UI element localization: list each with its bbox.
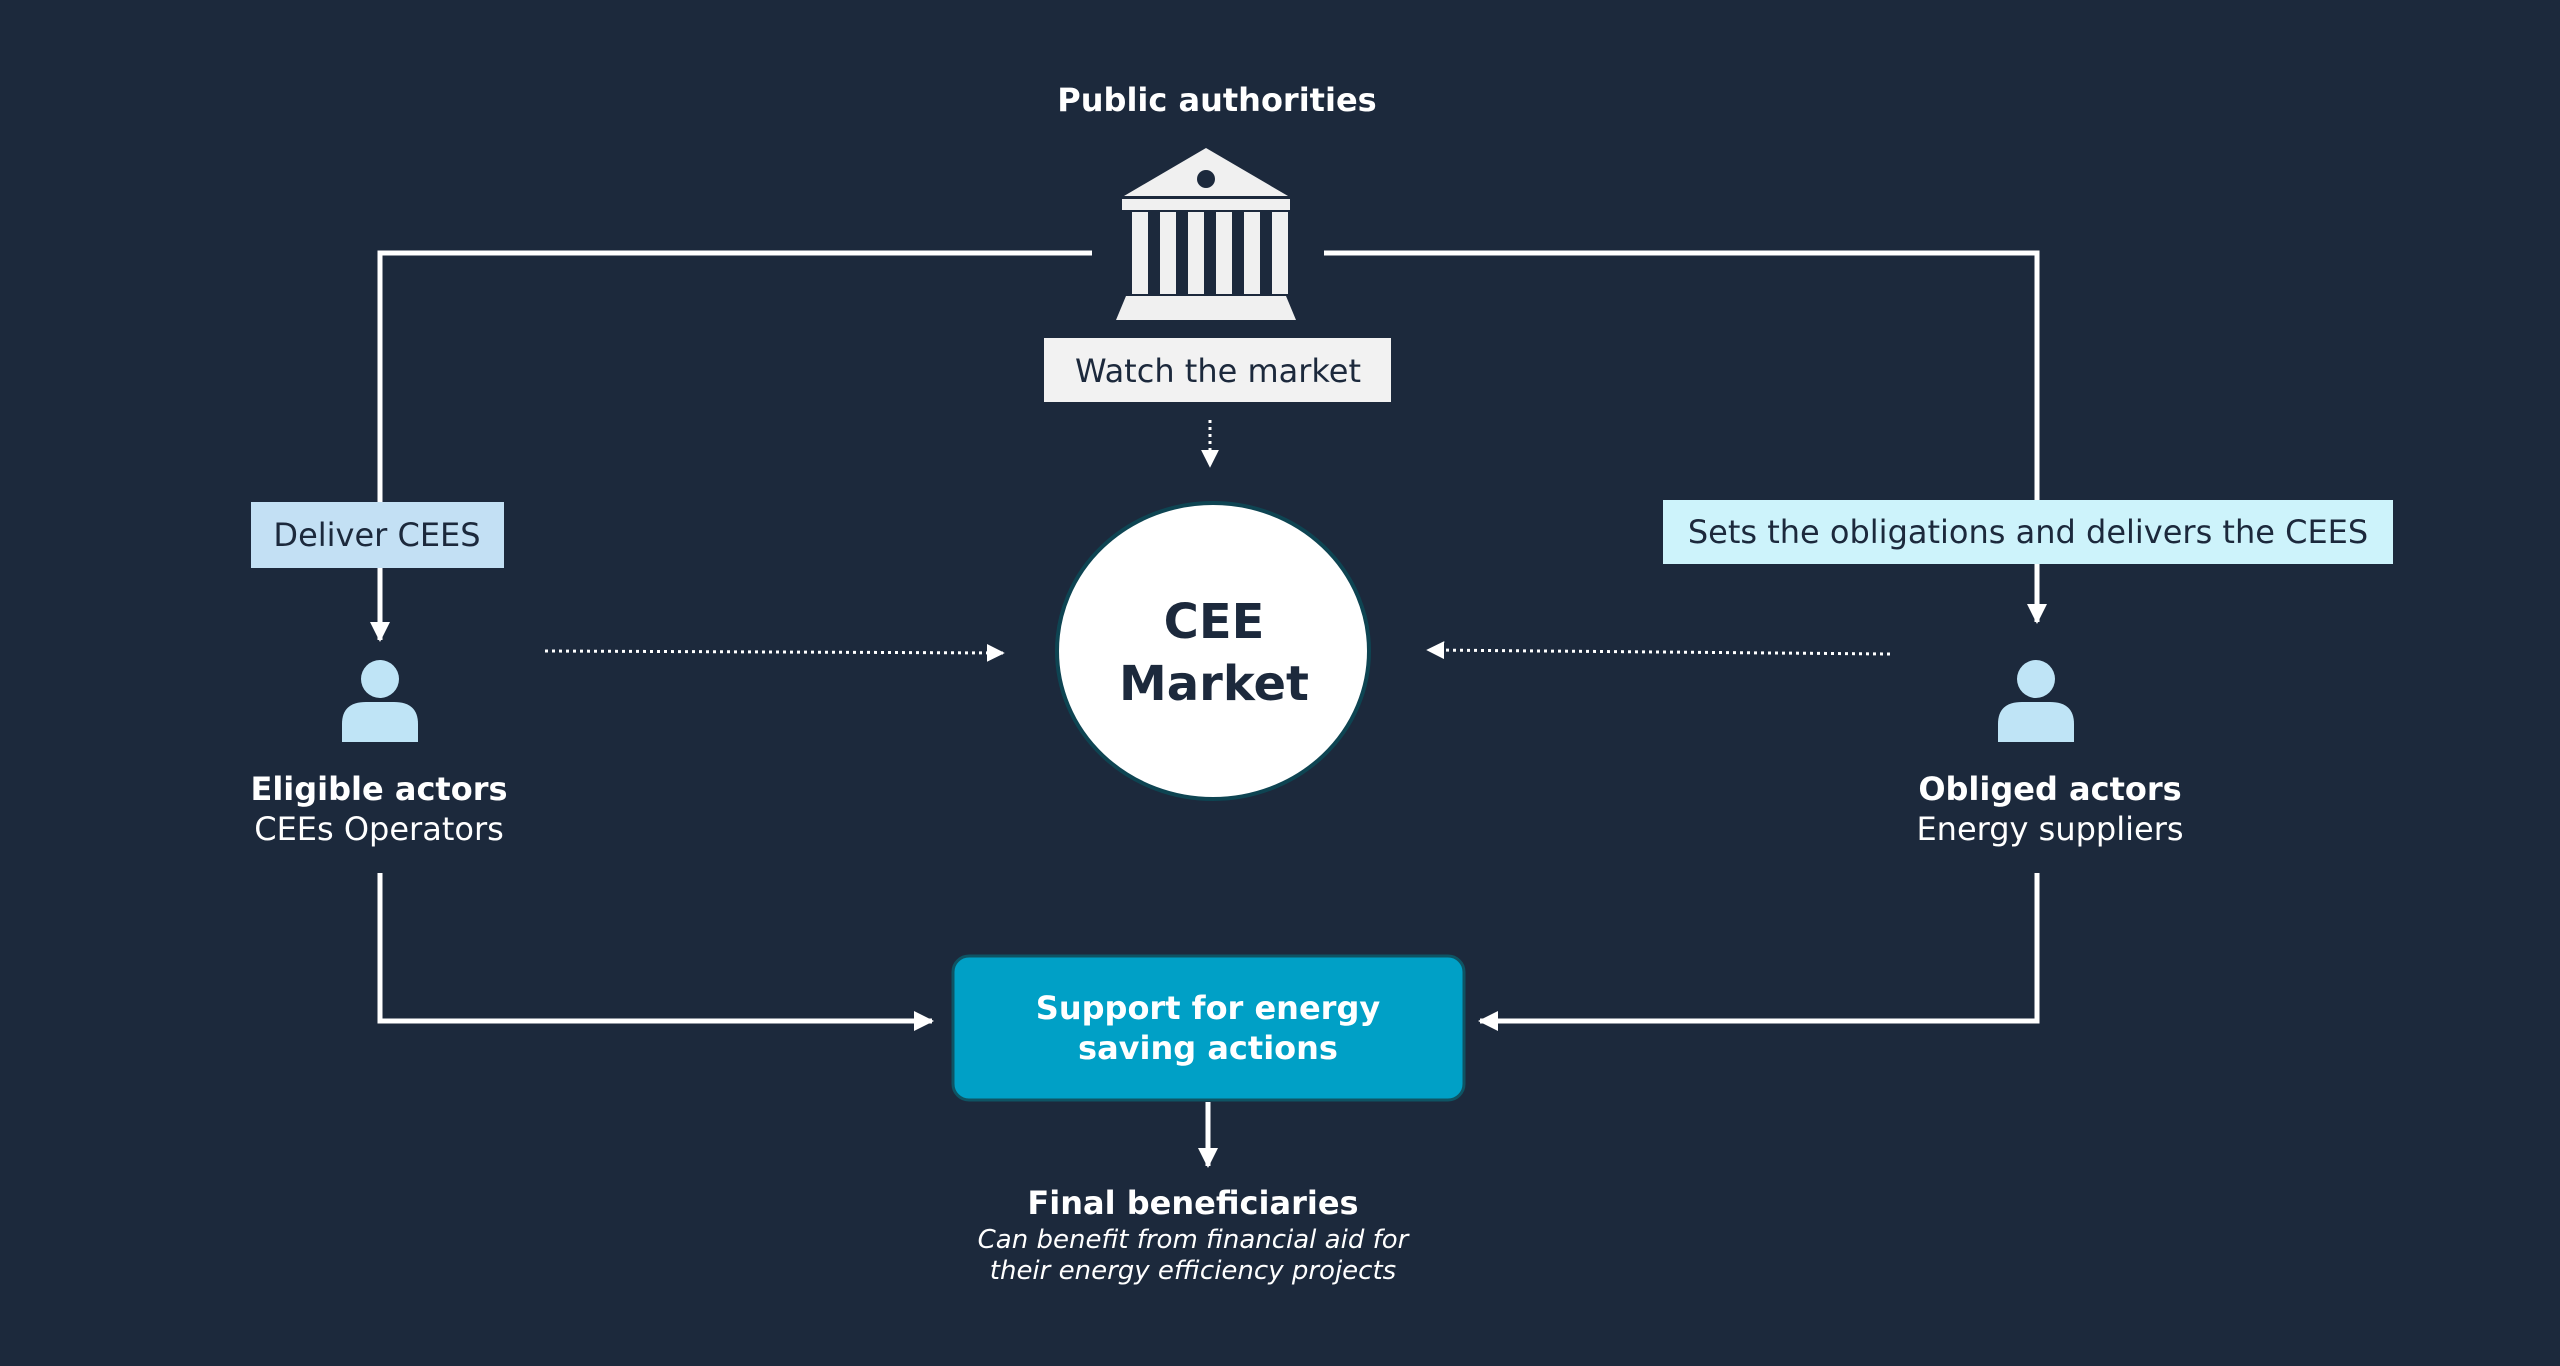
eligible-to-support-connector [377,873,934,1031]
obliged-actors-subtitle: Energy suppliers [1916,810,2183,848]
eligible-to-market-dotted-arrow [544,643,1005,662]
obligations-label: Sets the obligations and delivers the CE… [1663,500,2393,564]
deliver-cees-text: Deliver CEES [273,516,480,554]
obliged-actors-name: Obliged actors [1918,770,2181,808]
eligible-actors-subtitle: CEEs Operators [254,810,504,848]
cee-market-circle: CEE Market [1055,501,1371,801]
obligations-text: Sets the obligations and delivers the CE… [1688,513,2368,551]
government-building-icon [1116,148,1296,320]
watch-market-label: Watch the market [1044,338,1391,402]
support-energy-saving-box: Support for energy saving actions [951,954,1466,1102]
cee-market-line2: Market [1119,656,1309,712]
authority-to-obliged-connector [1324,250,2047,624]
final-beneficiaries-title: Final beneficiaries [1027,1184,1358,1222]
obliged-to-market-dotted-arrow [1426,641,1891,660]
eligible-actors-name: Eligible actors [250,770,507,808]
final-beneficiaries-desc-line2: their energy efficiency projects [990,1256,1396,1286]
support-line1: Support for energy [1036,989,1381,1027]
person-icon [1998,660,2074,742]
authority-to-eligible-connector [370,250,1092,642]
public-authorities-title: Public authorities [1057,81,1376,119]
support-line2: saving actions [1078,1029,1338,1067]
obliged-to-support-connector [1478,873,2040,1031]
person-icon [342,660,418,742]
deliver-cees-label: Deliver CEES [251,502,504,568]
final-beneficiaries-desc-line1: Can benefit from financial aid for [978,1225,1411,1255]
watch-market-text: Watch the market [1075,352,1361,390]
cee-market-line1: CEE [1164,594,1265,650]
